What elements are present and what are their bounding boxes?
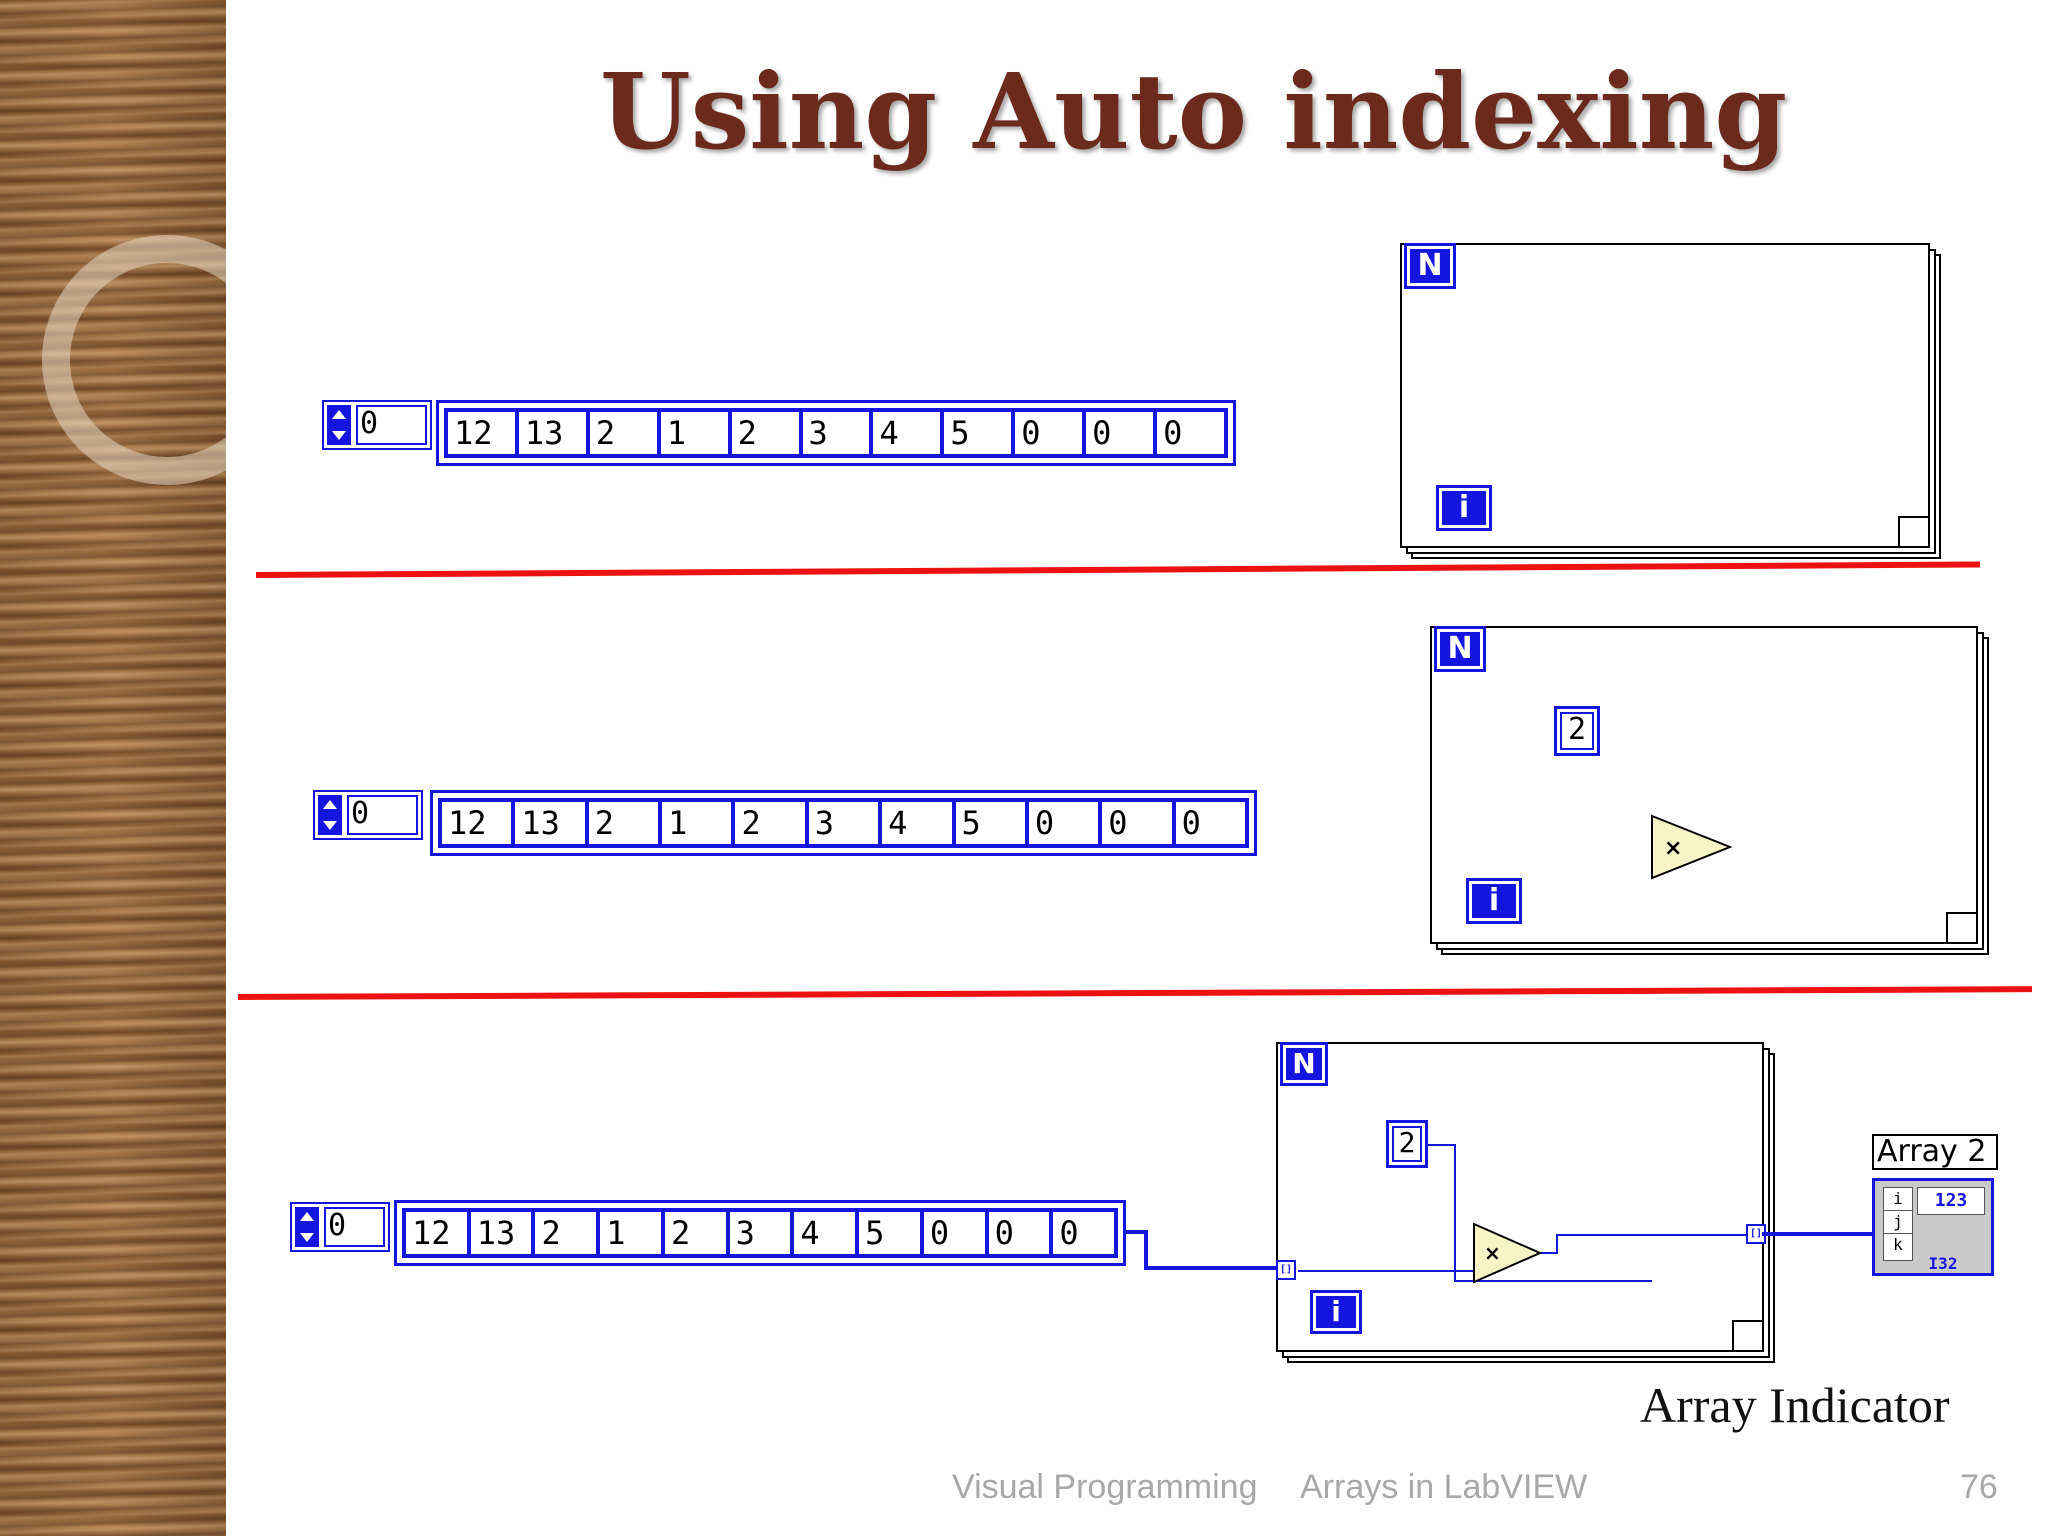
svg-text:×: × [1664,836,1682,861]
array-element[interactable]: 2 [664,1212,726,1254]
array-control[interactable]: 12 13 2 1 2 3 4 5 0 0 0 [430,790,1257,856]
scalar-wire[interactable] [1538,1252,1558,1254]
array-indicator-caption: Array Indicator [1640,1377,1950,1433]
indicator-terminal[interactable]: i j k 123 I32 [1872,1178,1994,1276]
svg-text:×: × [1484,1241,1501,1265]
iteration-terminal[interactable]: i [1466,878,1522,924]
numeric-constant[interactable]: 2 [1386,1120,1428,1168]
count-terminal[interactable]: N [1280,1042,1328,1086]
array-element[interactable]: 0 [923,1212,985,1254]
array-element[interactable]: 0 [1015,412,1083,454]
array-wire[interactable] [1762,1232,1882,1236]
array-element[interactable]: 5 [955,802,1025,844]
array-element[interactable]: 12 [406,1212,467,1254]
array-element[interactable]: 13 [518,412,586,454]
array-index-control[interactable]: 0 [322,400,432,450]
array-index-value[interactable]: 0 [324,1207,385,1247]
output-tunnel[interactable]: [] [1746,1224,1766,1244]
for-loop[interactable]: N i [1400,243,1930,548]
slide-title: Using Auto indexing [600,50,1788,173]
for-loop[interactable]: N 2 × i [1430,626,1978,944]
array-element[interactable]: 2 [731,412,799,454]
array-element[interactable]: 0 [1175,802,1245,844]
array-element[interactable]: 5 [944,412,1012,454]
array-index-value[interactable]: 0 [347,795,418,835]
array-element[interactable]: 4 [873,412,941,454]
data-type-label: I32 [1928,1254,1958,1273]
indicator-label: Array 2 [1872,1134,1998,1170]
scalar-wire[interactable] [1454,1144,1456,1282]
iteration-terminal[interactable]: i [1436,485,1492,531]
wood-sidebar [0,0,226,1536]
index-spinner-icon[interactable] [327,405,351,445]
array-element[interactable]: 12 [442,802,512,844]
footer-topic: Arrays in LabVIEW [1300,1468,1588,1506]
separator-line [255,561,1980,578]
array-wire[interactable] [1126,1230,1148,1234]
array-element[interactable]: 0 [1086,412,1154,454]
iteration-terminal[interactable]: i [1310,1290,1362,1334]
footer-course: Visual Programming [952,1468,1258,1506]
count-terminal[interactable]: N [1434,626,1486,672]
array-element[interactable]: 0 [988,1212,1050,1254]
array-element[interactable]: 0 [1102,802,1172,844]
array-element[interactable]: 0 [1157,412,1224,454]
array-index-control[interactable]: 0 [290,1202,390,1252]
separator-line [237,986,2032,1000]
array-wire[interactable] [1144,1230,1148,1270]
numeric-type-label: 123 [1917,1187,1985,1215]
array-indicator[interactable]: Array 2 i j k 123 I32 [1870,1134,2000,1294]
array-element[interactable]: 0 [1028,802,1099,844]
array-element[interactable]: 12 [448,412,515,454]
array-element[interactable]: 1 [660,412,728,454]
array-element[interactable]: 2 [735,802,805,844]
array-element[interactable]: 3 [729,1212,791,1254]
array-element[interactable]: 2 [588,802,659,844]
array-element[interactable]: 0 [1053,1212,1115,1254]
count-terminal[interactable]: N [1404,243,1456,289]
numeric-constant[interactable]: 2 [1554,706,1600,756]
array-wire[interactable] [1144,1266,1280,1270]
array-element[interactable]: 3 [802,412,870,454]
array-index-control[interactable]: 0 [313,790,423,840]
array-element[interactable]: 3 [808,802,879,844]
index-spinner-icon[interactable] [295,1207,319,1247]
array-element[interactable]: 4 [882,802,952,844]
array-element[interactable]: 2 [589,412,657,454]
scalar-wire[interactable] [1454,1280,1652,1282]
array-element[interactable]: 13 [515,802,585,844]
loop-resize-corner[interactable] [1946,912,1976,942]
array-index-value[interactable]: 0 [356,405,427,445]
input-tunnel[interactable]: [] [1276,1260,1296,1280]
index-spinner-icon[interactable] [318,795,342,835]
footer-page-number: 76 [1960,1468,1998,1506]
array-control[interactable]: 12 13 2 1 2 3 4 5 0 0 0 [436,400,1236,466]
array-element[interactable]: 4 [794,1212,856,1254]
for-loop[interactable]: N 2 × [] [] i [1276,1042,1766,1352]
array-element[interactable]: 1 [600,1212,661,1254]
array-control[interactable]: 12 13 2 1 2 3 4 5 0 0 0 [394,1200,1126,1266]
multiply-icon[interactable]: × [1650,814,1732,880]
array-element[interactable]: 2 [535,1212,597,1254]
array-element[interactable]: 5 [859,1212,920,1254]
scalar-wire[interactable] [1428,1144,1456,1146]
scalar-wire[interactable] [1556,1234,1558,1254]
scalar-wire[interactable] [1556,1234,1746,1236]
loop-resize-corner[interactable] [1732,1320,1762,1350]
loop-resize-corner[interactable] [1898,516,1928,546]
index-column: i j k [1883,1187,1913,1261]
array-element[interactable]: 1 [662,802,732,844]
scalar-wire[interactable] [1298,1270,1474,1272]
multiply-icon[interactable]: × [1472,1222,1542,1284]
array-element[interactable]: 13 [470,1212,532,1254]
